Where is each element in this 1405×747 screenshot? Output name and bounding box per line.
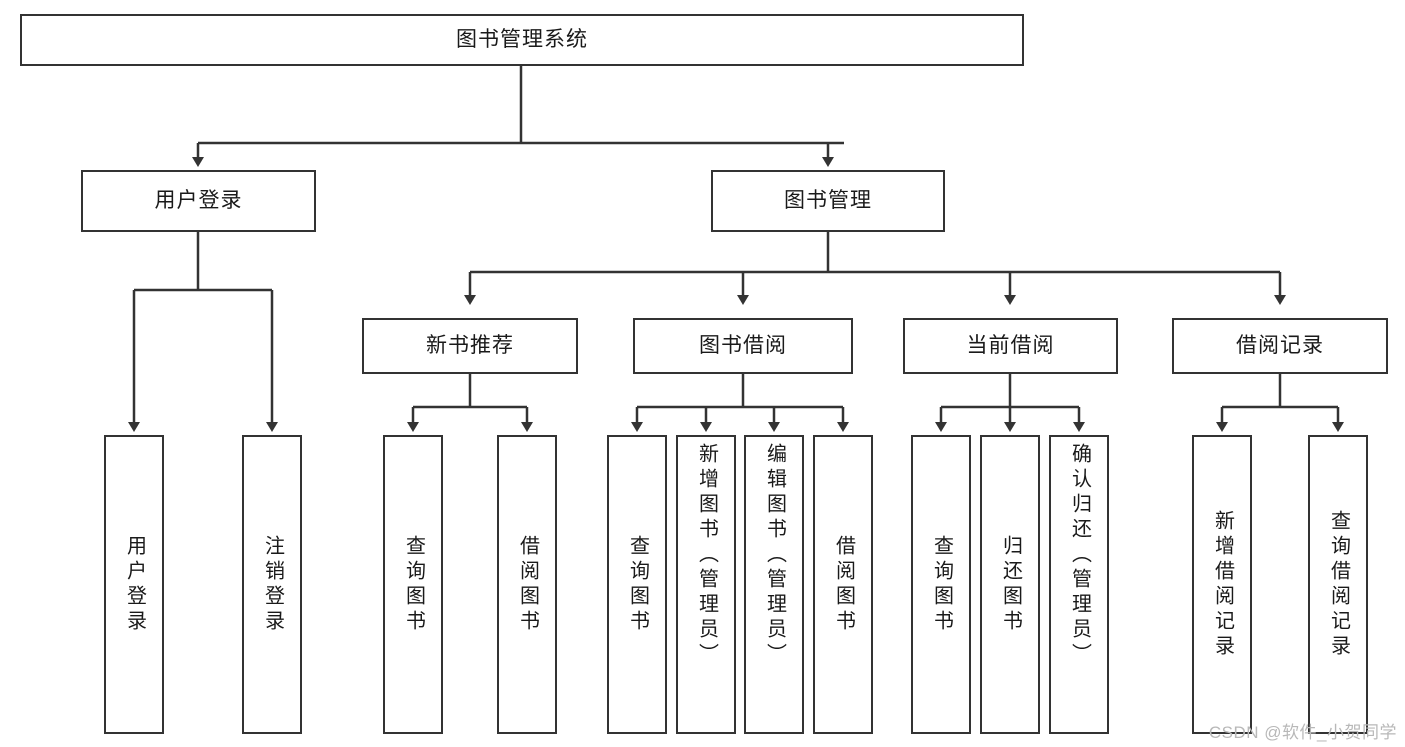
node-leaf-user-login[interactable]: 用户登录	[104, 435, 164, 734]
node-label: 注销登录	[261, 534, 284, 635]
node-leaf-query-borrow-record[interactable]: 查询借阅记录	[1308, 435, 1368, 734]
node-label: 新书推荐	[426, 334, 514, 358]
node-label: 图书管理系统	[456, 28, 588, 52]
node-label: 确认归还（管理员）	[1068, 443, 1091, 668]
node-book-management[interactable]: 图书管理	[711, 170, 945, 232]
node-label: 新增借阅记录	[1211, 509, 1234, 660]
node-root-system[interactable]: 图书管理系统	[20, 14, 1024, 66]
node-leaf-query-book-newbook[interactable]: 查询图书	[383, 435, 443, 734]
node-label: 查询图书	[402, 534, 425, 635]
node-leaf-query-book-current[interactable]: 查询图书	[911, 435, 971, 734]
node-label: 归还图书	[999, 534, 1022, 635]
node-label: 新增图书（管理员）	[695, 443, 718, 668]
node-label: 用户登录	[123, 534, 146, 635]
node-label: 用户登录	[154, 189, 243, 213]
node-leaf-user-logout[interactable]: 注销登录	[242, 435, 302, 734]
node-leaf-edit-book-admin[interactable]: 编辑图书（管理员）	[744, 435, 804, 734]
node-book-borrow[interactable]: 图书借阅	[633, 318, 853, 374]
node-label: 查询图书	[626, 534, 649, 635]
node-label: 借阅图书	[516, 534, 539, 635]
node-leaf-confirm-return-admin[interactable]: 确认归还（管理员）	[1049, 435, 1109, 734]
node-leaf-borrow-book-newbook[interactable]: 借阅图书	[497, 435, 557, 734]
node-label: 查询借阅记录	[1327, 509, 1350, 660]
node-label: 查询图书	[930, 534, 953, 635]
node-borrow-record[interactable]: 借阅记录	[1172, 318, 1388, 374]
node-leaf-add-book-admin[interactable]: 新增图书（管理员）	[676, 435, 736, 734]
node-label: 图书借阅	[699, 334, 787, 358]
node-leaf-query-book-borrow[interactable]: 查询图书	[607, 435, 667, 734]
node-label: 借阅图书	[832, 534, 855, 635]
node-user-login[interactable]: 用户登录	[81, 170, 316, 232]
node-leaf-lend-book[interactable]: 借阅图书	[813, 435, 873, 734]
node-label: 图书管理	[784, 189, 872, 213]
node-label: 编辑图书（管理员）	[763, 443, 786, 668]
node-leaf-add-borrow-record[interactable]: 新增借阅记录	[1192, 435, 1252, 734]
node-label: 借阅记录	[1236, 334, 1324, 358]
csdn-watermark: CSDN @软件_小贺同学	[1208, 723, 1397, 742]
node-leaf-return-book[interactable]: 归还图书	[980, 435, 1040, 734]
node-label: 当前借阅	[966, 334, 1055, 358]
node-current-borrow[interactable]: 当前借阅	[903, 318, 1118, 374]
node-new-book-recommend[interactable]: 新书推荐	[362, 318, 578, 374]
